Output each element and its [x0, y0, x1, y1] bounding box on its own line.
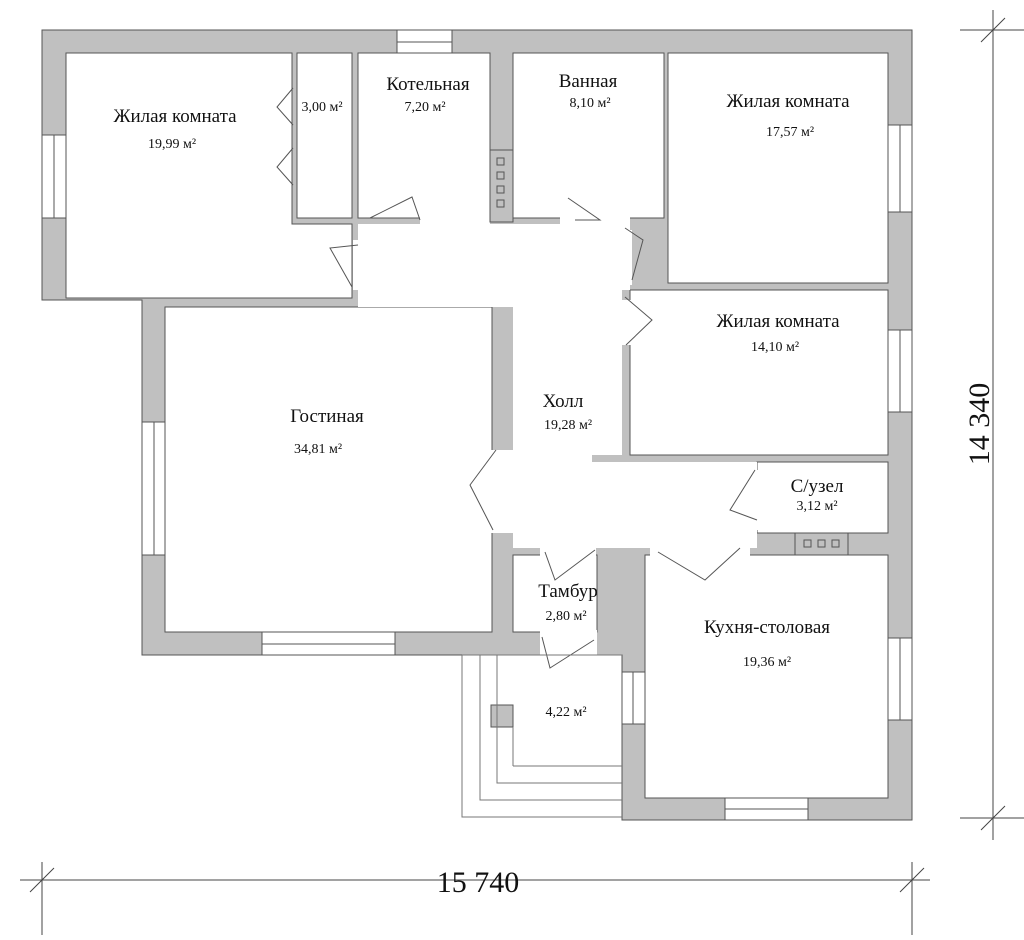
room-bath	[512, 52, 665, 219]
wc-name: С/узел	[790, 476, 844, 497]
bath-name: Ванная	[558, 71, 618, 92]
vent-block	[794, 532, 849, 556]
kitchen-name: Кухня-столовая	[703, 617, 831, 638]
bedroom2-name: Жилая комната	[726, 91, 850, 112]
room-living	[164, 306, 493, 633]
width-dimension: 15 740	[436, 866, 520, 899]
windows	[41, 29, 913, 821]
room-kitchen	[644, 554, 889, 799]
hall-area: 19,28 м²	[543, 418, 593, 433]
room-wc	[756, 461, 889, 534]
dimension-lines	[20, 10, 1024, 935]
bedroom1-name: Жилая комната	[113, 106, 237, 127]
vestibule-area: 2,80 м²	[545, 609, 587, 624]
porch-area: 4,22 м²	[545, 705, 587, 720]
wc-area: 3,12 м²	[796, 499, 838, 514]
room-bedroom3	[629, 289, 889, 456]
hall-name: Холл	[542, 391, 584, 412]
bath-area: 8,10 м²	[569, 96, 611, 111]
boiler-name: Котельная	[386, 74, 470, 95]
room-closet	[296, 52, 353, 219]
living-name: Гостиная	[290, 406, 364, 427]
porch-steps	[461, 654, 622, 818]
kitchen-area: 19,36 м²	[742, 655, 792, 670]
door-swings	[276, 87, 758, 669]
boiler-area: 7,20 м²	[404, 100, 446, 115]
living-area: 34,81 м²	[293, 442, 343, 457]
bedroom2-area: 17,57 м²	[765, 125, 815, 140]
bedroom3-name: Жилая комната	[716, 311, 840, 332]
room-bedroom1	[65, 52, 353, 299]
porch-post	[490, 704, 514, 728]
bedroom3-area: 14,10 м²	[750, 340, 800, 355]
vestibule-name: Тамбур	[538, 581, 598, 602]
closet-area: 3,00 м²	[301, 100, 343, 115]
room-bedroom2	[667, 52, 889, 284]
room-vestibule	[512, 554, 598, 633]
bedroom1-area: 19,99 м²	[147, 137, 197, 152]
height-dimension: 14 340	[963, 382, 996, 466]
room-hall	[358, 224, 757, 548]
